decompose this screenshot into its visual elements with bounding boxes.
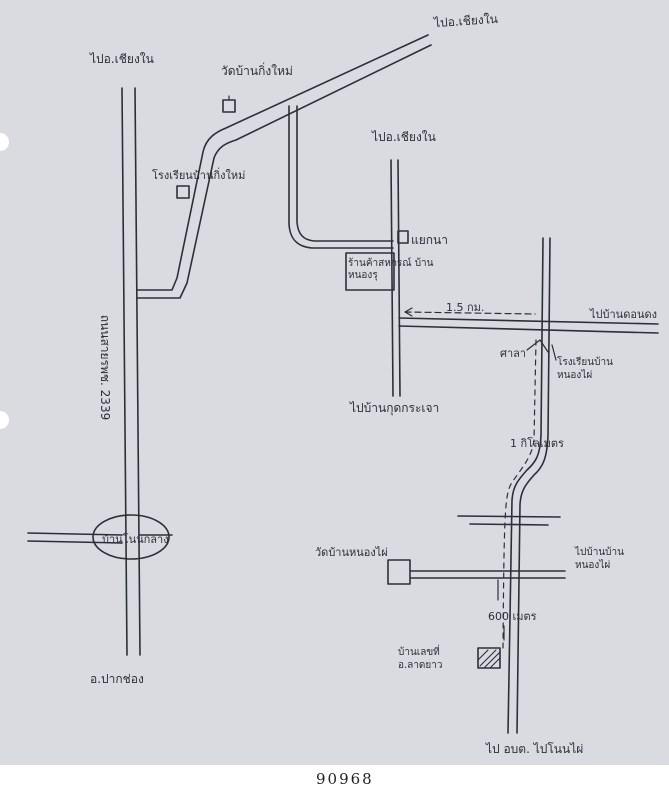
measure-upper <box>404 311 536 315</box>
temple-marker <box>222 99 236 113</box>
road-left-cross <box>27 532 123 536</box>
punch-hole-top <box>0 133 9 151</box>
label-distance-upper: 1.5 กม. <box>446 301 485 314</box>
route-dashed <box>502 339 537 651</box>
measure-upper-arrow-left <box>404 307 413 317</box>
reference-number: 90968 <box>316 770 374 788</box>
label-village-upper: โรงเรียนบ้านหนองไผ่ <box>557 357 613 381</box>
temple-lower-marker <box>387 559 411 585</box>
punch-hole-bottom <box>0 411 9 429</box>
road-loop <box>288 105 394 249</box>
map-sheet: ไปอ.เชียงใน ไปอ.เชียงใน วัดบ้านกิ่งใหม่ … <box>0 0 669 765</box>
school-marker <box>176 185 190 199</box>
road-cross-small-edge <box>469 523 549 526</box>
road-cross-small <box>457 515 561 518</box>
label-sign: ศาลา <box>500 347 527 360</box>
road-mid <box>390 159 394 397</box>
road-left-cross-edge <box>27 540 123 544</box>
hand-drawn-map <box>27 34 659 734</box>
road-main-left-edge <box>134 87 141 656</box>
village-pointer <box>551 344 557 361</box>
road-east-edge <box>398 325 659 334</box>
label-target-house: บ้านเลขที่ อ.ลาดยาว <box>398 647 443 671</box>
label-circle-junction: บ้านโนนกลาง <box>102 533 169 546</box>
label-shop: ร้านค้าสหกรณ์ บ้านหนองรุ <box>348 258 434 281</box>
road-branch-left-edge <box>136 44 432 299</box>
road-branch-left <box>136 34 429 291</box>
label-distance-lower: 600 เมตร <box>488 610 537 623</box>
road-main-left <box>121 87 128 656</box>
label-school: โรงเรียนบ้านกิ่งใหม่ <box>152 169 246 182</box>
footer-strip <box>0 765 669 800</box>
label-to-right-lower: ไปบ้านบ้านหนองไผ่ <box>575 547 624 571</box>
label-temple: วัดบ้านกิ่งใหม่ <box>221 64 293 78</box>
label-to-pb-mid: ไปอ.เชียงใน <box>372 130 436 144</box>
road-right-edge <box>516 237 551 734</box>
label-to-pb-top-left: ไปอ.เชียงใน <box>90 52 154 66</box>
road-east <box>398 317 659 325</box>
roundabout-circle <box>92 514 170 560</box>
shop-box <box>345 252 395 291</box>
road-loop-edge <box>296 105 394 242</box>
label-temple-lower: วัดบ้านหนองไผ่ <box>315 546 388 559</box>
road-mid-edge <box>397 159 401 397</box>
label-to-east: ไปบ้านดอนดง <box>590 308 657 321</box>
label-road-number: ถนนสายรพช. 2339 <box>98 314 113 421</box>
label-bottom-right: ไป อบต. ไปโนนไผ่ <box>486 742 584 756</box>
label-junction-right: แยกนา <box>411 233 448 247</box>
label-bottom-left: อ.ปากช่อง <box>90 672 144 686</box>
sign-arrow <box>526 339 549 353</box>
junction-marker <box>397 230 409 244</box>
road-right <box>507 237 544 734</box>
label-to-bottom-mid: ไปบ้านกุดกระเจา <box>350 401 440 415</box>
label-distance-mid: 1 กิโลเมตร <box>510 437 564 450</box>
